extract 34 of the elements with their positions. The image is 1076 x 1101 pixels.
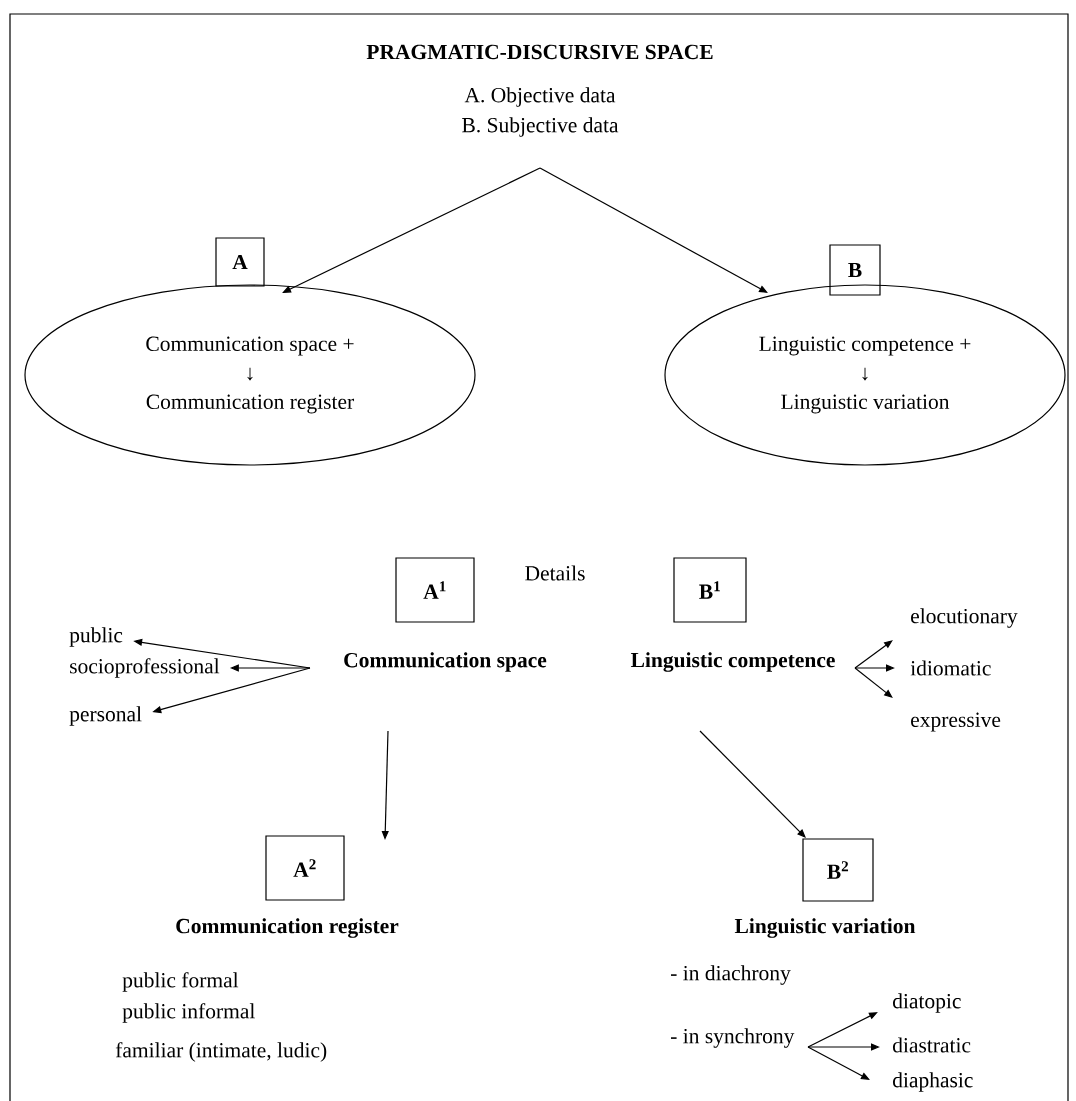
term-text: diastratic (893, 1037, 971, 1053)
term-text: diaphasic (893, 1072, 973, 1092)
label-text: public formal (122, 972, 239, 992)
term-text: idiomatic (910, 660, 991, 676)
letter-box: A (215, 237, 265, 287)
arrow (807, 1012, 878, 1048)
letter-box: B$^{2}$ (802, 838, 874, 902)
data-list: A. Objective data B. Subjective data (462, 87, 619, 137)
term-text: personal (69, 706, 142, 726)
label-text: - in diachrony (671, 965, 791, 985)
heading-text: Communication register (176, 918, 399, 938)
arrow (807, 1046, 870, 1080)
heading-text: Linguistic variation (734, 918, 916, 938)
term-text: expressive (911, 712, 1001, 732)
term-text: - in synchrony (671, 1028, 795, 1048)
arrow (282, 167, 541, 293)
label-text: Details (525, 565, 585, 581)
label-text: public informal (122, 1003, 255, 1023)
letter-box: B$^{1}$ (673, 557, 747, 623)
arrow (854, 667, 893, 698)
letter-box: B (829, 244, 881, 296)
heading-text: Linguistic competence (630, 652, 835, 672)
arrow (854, 640, 893, 669)
label-text: familiar (intimate, ludic) (115, 1042, 327, 1062)
term-text: diatopic (893, 993, 961, 1013)
heading-text: Communication space (344, 652, 547, 672)
arrow (539, 167, 768, 293)
term-text: elocutionary (911, 608, 1018, 628)
term-text: socioprofessional (70, 658, 220, 678)
arrow (699, 730, 806, 838)
letter-box: A$^{1}$ (395, 557, 475, 623)
title: PRAGMATIC-DISCURSIVE SPACE (366, 44, 713, 60)
letter-box: A$^{2}$ (265, 835, 345, 901)
term-text: public (69, 627, 123, 647)
